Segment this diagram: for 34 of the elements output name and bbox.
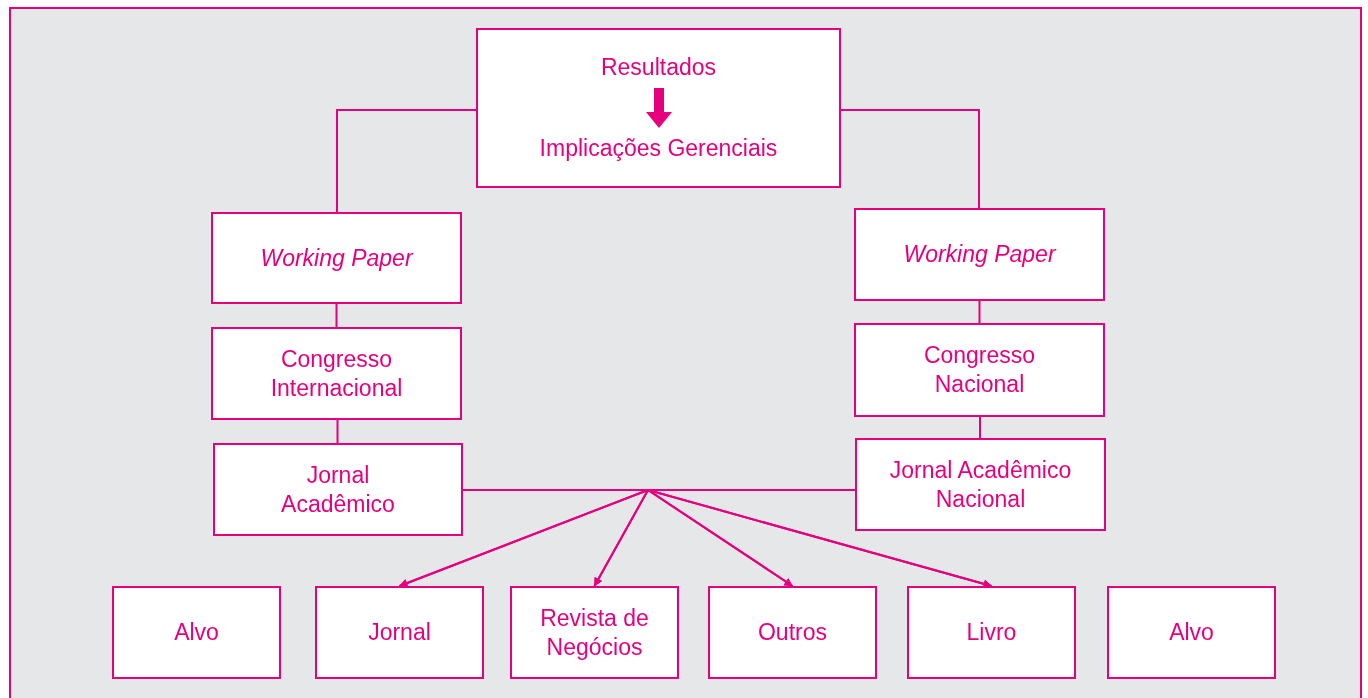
process-box (510, 586, 679, 679)
node-label: Jornal (367, 618, 432, 647)
node-label: Jornal Acadêmico (280, 460, 396, 519)
node-label: Working Paper (902, 240, 1058, 269)
process-box (315, 586, 484, 679)
connector-line (335, 303, 338, 328)
process-box (907, 586, 1076, 679)
node-label: Congresso Nacional (922, 341, 1037, 399)
node-label: Resultados (599, 53, 718, 82)
process-box (854, 323, 1105, 417)
process-box (855, 438, 1106, 531)
connector-line (336, 109, 477, 213)
process-box (112, 586, 281, 679)
process-box (211, 327, 462, 420)
process-box (854, 208, 1105, 301)
node-label: Alvo (173, 618, 220, 647)
node-label: Working Paper (259, 243, 415, 273)
connector-line (840, 109, 980, 209)
node-label: Implicações Gerenciais (538, 134, 779, 163)
node-label: Alvo (1168, 618, 1215, 647)
process-box (213, 443, 463, 536)
node-label: Congresso Internacional (269, 344, 404, 403)
process-box (476, 28, 841, 188)
arrow (647, 489, 993, 588)
connector-line (336, 419, 339, 444)
node-label: Livro (965, 618, 1018, 647)
connector-line (978, 300, 981, 324)
process-box (1107, 586, 1276, 679)
connector-line (979, 416, 981, 439)
node-label: Jornal Acadêmico Nacional (888, 455, 1073, 514)
node-label: Revista de Negócios (539, 603, 650, 662)
node-label: Outros (757, 618, 828, 647)
process-box (211, 212, 462, 304)
process-box (708, 586, 877, 679)
